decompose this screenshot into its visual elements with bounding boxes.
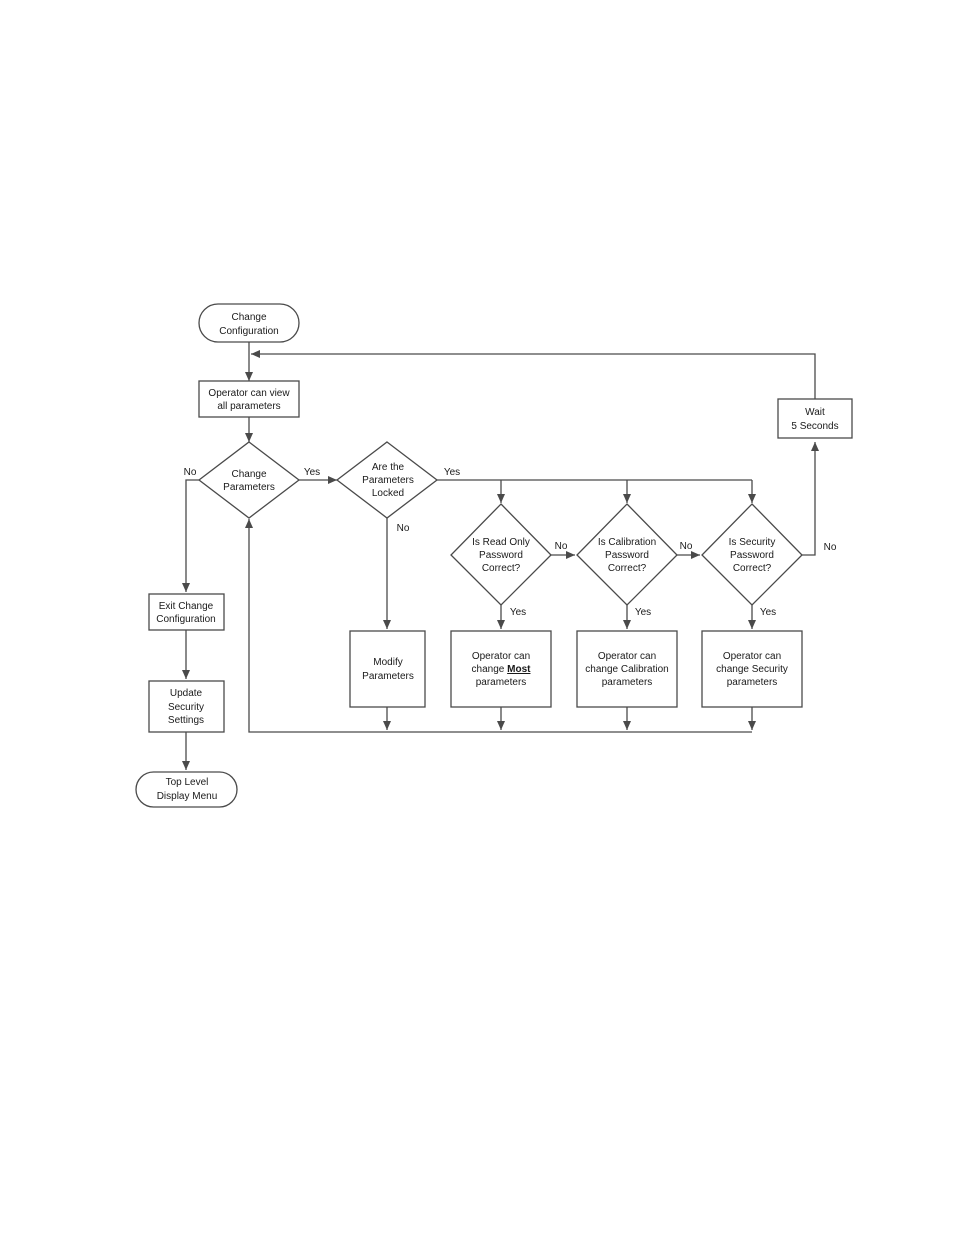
node-label: Correct? [482,563,521,574]
node-label: Display Menu [157,791,218,802]
process-shape [148,680,225,733]
edge-label-readonly-yes: Yes [510,607,526,618]
edge-labels: Yes No Yes No No No No Yes Yes Yes [184,467,837,618]
edge-change-q-no [182,479,199,592]
process-shape [701,630,803,708]
decision-shape [197,441,301,519]
node-label: Password [730,550,774,561]
decision-shape [335,441,439,519]
node-label: parameters [727,677,778,688]
node-label: Correct? [733,563,772,574]
node-security-password-decision: Is Security Password Correct? [701,503,803,606]
node-change-security-parameters: Operator can change Security parameters [701,630,803,708]
node-label: Operator can [723,651,781,662]
node-label: Change [231,469,266,480]
node-label: Security [168,702,204,713]
decision-shape [576,503,678,606]
process-shape [576,630,678,708]
edge-label-locked-q-no: No [397,523,410,534]
node-label: all parameters [217,401,280,412]
node-label: Operator can [472,651,530,662]
node-label-emphasis: change Most [472,664,532,675]
node-top-level-display-menu: Top Level Display Menu [135,771,238,808]
edge-label-change-q-no: No [184,467,197,478]
node-label: Locked [372,488,404,499]
node-label: Wait [805,407,825,418]
node-calibration-password-decision: Is Calibration Password Correct? [576,503,678,606]
node-update-security-settings: Update Security Settings [148,680,225,733]
edge-label-locked-q-yes: Yes [444,467,460,478]
edge-wait-to-view [251,350,816,399]
node-exit-change-configuration: Exit Change Configuration [148,593,225,631]
node-change-parameters-decision: Change Parameters [197,441,301,519]
node-label: Is Security [729,537,776,548]
node-label: Top Level [166,777,209,788]
connectors [182,342,819,770]
node-modify-parameters: Modify Parameters [349,630,426,708]
edge-label-readonly-no: No [555,541,568,552]
node-label: Is Calibration [598,537,656,548]
node-label: parameters [476,677,527,688]
node-label: Parameters [362,671,414,682]
node-label: Is Read Only [472,537,530,548]
node-start: Change Configuration [198,303,300,343]
node-change-calibration-parameters: Operator can change Calibration paramete… [576,630,678,708]
node-label: Operator can [598,651,656,662]
node-label: Parameters [362,475,414,486]
node-label: Correct? [608,563,647,574]
node-label: Parameters [223,482,275,493]
process-shape [198,380,300,418]
edge-label-change-q-yes: Yes [304,467,320,478]
node-view-parameters: Operator can view all parameters [198,380,300,418]
node-label: Settings [168,715,204,726]
edge-label-calib-yes: Yes [635,607,651,618]
emphasis-word: Most [507,664,531,675]
node-label: Password [605,550,649,561]
node-wait: Wait 5 Seconds [777,398,853,439]
node-label: Modify [373,657,402,668]
process-shape [450,630,552,708]
terminal-shape [135,771,238,808]
node-label: change Calibration [585,664,668,675]
node-label: Configuration [219,326,278,337]
node-change-most-parameters: Operator can change Most parameters [450,630,552,708]
node-parameters-locked-decision: Are the Parameters Locked [335,441,439,519]
process-shape [349,630,426,708]
node-label: Configuration [156,614,215,625]
node-label: Update [170,688,203,699]
process-shape [148,593,225,631]
node-label: Are the [372,462,405,473]
node-label: Password [479,550,523,561]
node-label: Exit Change [159,601,214,612]
edge-return-bus [245,519,752,733]
edge-security-no [802,442,819,556]
edge-label-security-no: No [824,542,837,553]
node-readonly-password-decision: Is Read Only Password Correct? [450,503,552,606]
node-label: change Security [716,664,788,675]
process-shape [777,398,853,439]
node-label: Change [231,312,266,323]
node-label: parameters [602,677,653,688]
node-label: 5 Seconds [791,421,838,432]
decision-shape [701,503,803,606]
terminal-shape [198,303,300,343]
decision-shape [450,503,552,606]
edge-label-calib-no: No [680,541,693,552]
edge-label-security-yes: Yes [760,607,776,618]
node-label: Operator can view [208,388,290,399]
